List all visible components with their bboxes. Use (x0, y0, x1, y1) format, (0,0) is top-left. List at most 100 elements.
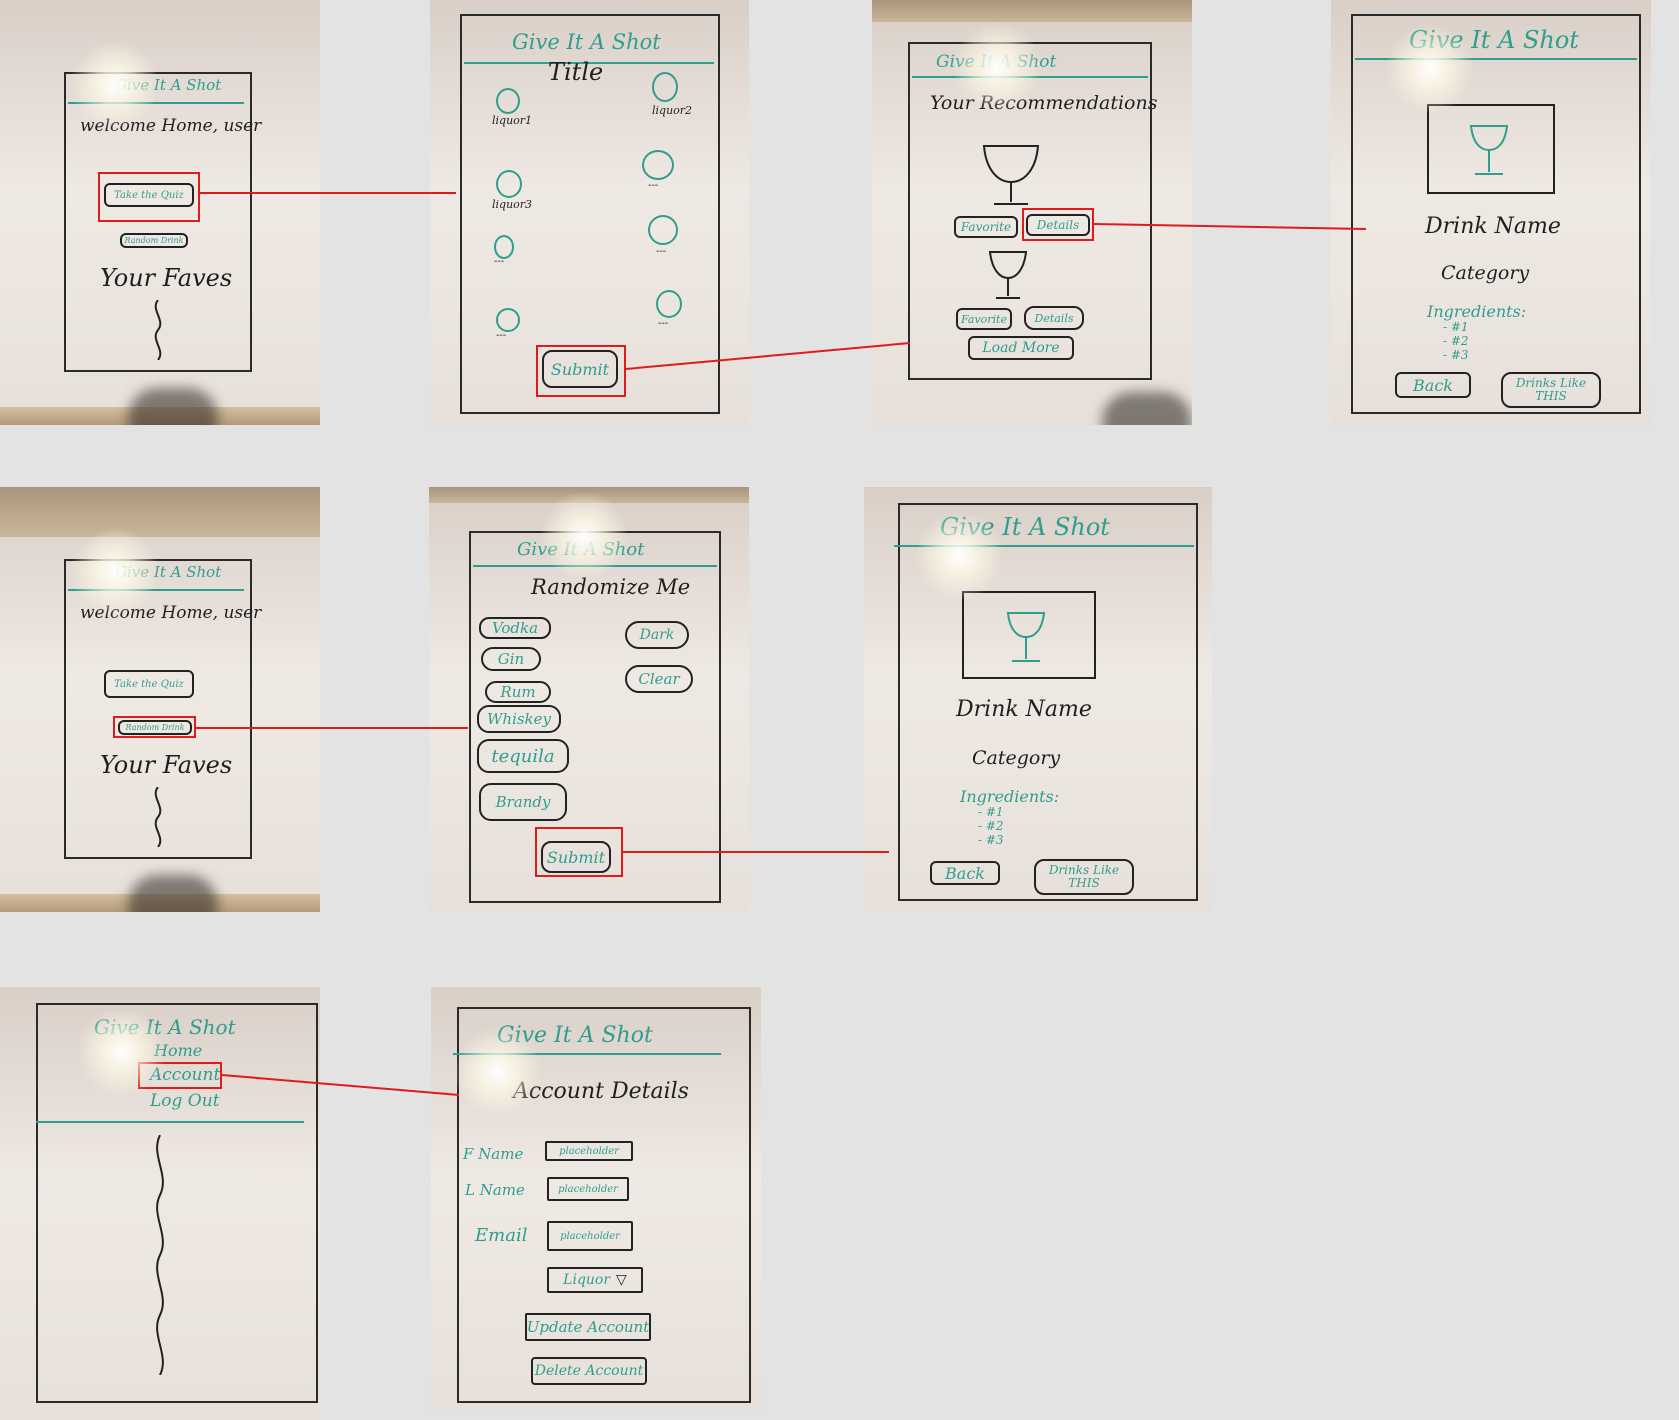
liquor-option-label: liquor2 (652, 104, 693, 117)
liquor-option-label: liquor1 (492, 114, 533, 127)
load-more-button[interactable]: Load More (968, 336, 1074, 360)
menu-item-home[interactable]: Home (154, 1041, 203, 1060)
paper-sheet (36, 1003, 318, 1403)
lamp-glare (914, 511, 1004, 601)
photographer-shadow (1102, 392, 1192, 425)
tone-chip-clear[interactable]: Clear (625, 665, 693, 693)
liquor-option-label: --- (496, 330, 507, 341)
back-button[interactable]: Back (1395, 372, 1471, 398)
details-button[interactable]: Details (1026, 214, 1090, 236)
drink-name: Drink Name (1425, 214, 1561, 239)
ingredients-label: Ingredients: (1427, 302, 1527, 321)
cocktail-glass-icon (982, 145, 1040, 205)
last-name-field[interactable]: placeholder (547, 1177, 629, 1201)
liquor-option-2[interactable] (652, 72, 678, 102)
last-name-label: L Name (465, 1181, 525, 1199)
drinks-like-this-button[interactable]: Drinks Like THIS (1501, 372, 1601, 408)
cocktail-glass-icon (1006, 612, 1046, 662)
ingredient-item: - #3 (978, 833, 1004, 847)
cocktail-glass-icon (988, 251, 1028, 299)
header-divider (464, 62, 714, 64)
triangle-down-icon: ▽ (616, 1272, 627, 1288)
content-scroll-squiggle (156, 1135, 164, 1375)
highlight-details (1022, 208, 1094, 241)
paper-sheet (460, 14, 720, 414)
wireframe-home-quiz: Give It A Shot welcome Home, user Take t… (0, 0, 320, 425)
highlight-take-quiz (98, 172, 200, 222)
whiteboard-frame (0, 487, 320, 537)
wireframe-recommendations: Give It A Shot Your Recommendations Favo… (872, 0, 1192, 425)
wireframe-randomize: Give It A Shot Randomize Me Vodka Gin Ru… (429, 487, 749, 912)
tone-chip-dark[interactable]: Dark (625, 621, 689, 649)
randomize-title: Randomize Me (531, 575, 691, 599)
wireframe-quiz: Give It A Shot Title liquor1 liquor2 liq… (430, 0, 749, 425)
liquor-option-3[interactable] (496, 170, 522, 198)
liquor-select-value: Liquor (563, 1272, 611, 1288)
liquor-chip-brandy[interactable]: Brandy (479, 783, 567, 821)
menu-divider (36, 1121, 304, 1123)
quiz-title: Title (548, 58, 604, 86)
submit-button[interactable]: Submit (541, 841, 611, 873)
ingredient-item: - #3 (1443, 348, 1469, 362)
liquor-option-5[interactable] (494, 235, 514, 259)
drink-name: Drink Name (956, 697, 1092, 722)
liquor-option-6[interactable] (648, 215, 678, 245)
paper-sheet (457, 1007, 751, 1403)
liquor-option-4[interactable] (642, 150, 674, 180)
drink-image-box (962, 591, 1096, 679)
lamp-glare (539, 491, 629, 581)
liquor-select[interactable]: Liquor ▽ (547, 1267, 643, 1293)
drink-image-box (1427, 104, 1555, 194)
your-faves-heading: Your Faves (100, 264, 233, 292)
first-name-field[interactable]: placeholder (545, 1141, 633, 1161)
your-faves-heading: Your Faves (100, 751, 233, 779)
update-account-button[interactable]: Update Account (525, 1313, 651, 1341)
first-name-label: F Name (463, 1145, 524, 1163)
wireframe-account-details: Give It A Shot Account Details F Name pl… (431, 987, 761, 1410)
liquor-option-label: --- (648, 180, 659, 191)
liquor-chip-tequila[interactable]: tequila (477, 739, 569, 773)
photographer-shadow (128, 875, 218, 912)
header-divider (1355, 58, 1637, 60)
paper-sheet (1351, 14, 1641, 414)
take-quiz-button[interactable]: Take the Quiz (104, 183, 194, 207)
ingredient-item: - #1 (978, 805, 1004, 819)
ingredient-item: - #1 (1443, 320, 1469, 334)
submit-button[interactable]: Submit (542, 350, 618, 388)
email-field[interactable]: placeholder (547, 1221, 633, 1251)
favorite-button[interactable]: Favorite (954, 216, 1018, 238)
email-label: Email (475, 1225, 528, 1246)
details-button[interactable]: Details (1024, 306, 1084, 330)
liquor-option-label: --- (656, 246, 667, 257)
random-drink-button[interactable]: Random Drink (120, 233, 188, 248)
liquor-chip-gin[interactable]: Gin (481, 647, 541, 671)
wireframe-drink-details: Give It A Shot Drink Name Category Ingre… (864, 487, 1212, 912)
wireframe-home-random: Give It A Shot welcome Home, user Take t… (0, 487, 320, 912)
wireframe-drink-details: Give It A Shot Drink Name Category Ingre… (1331, 0, 1651, 425)
random-drink-button[interactable]: Random Drink (118, 720, 192, 735)
menu-item-account[interactable]: Account (150, 1065, 221, 1085)
lamp-glare (952, 22, 1042, 112)
liquor-chip-whiskey[interactable]: Whiskey (477, 705, 561, 733)
faves-scroll-squiggle (154, 300, 162, 360)
take-quiz-button[interactable]: Take the Quiz (104, 670, 194, 698)
header-divider (453, 1053, 721, 1055)
menu-item-log-out[interactable]: Log Out (150, 1091, 220, 1111)
ingredient-item: - #2 (1443, 334, 1469, 348)
lamp-glare (1385, 24, 1475, 114)
account-title: Account Details (513, 1079, 689, 1104)
highlight-random-drink (113, 716, 196, 738)
delete-account-button[interactable]: Delete Account (531, 1357, 647, 1385)
favorite-button[interactable]: Favorite (956, 308, 1012, 330)
liquor-option-1[interactable] (496, 88, 520, 114)
liquor-option-label: --- (658, 318, 669, 329)
liquor-option-8[interactable] (656, 290, 682, 318)
highlight-submit (535, 827, 623, 877)
liquor-chip-vodka[interactable]: Vodka (479, 617, 551, 639)
lamp-glare (453, 1027, 543, 1117)
back-button[interactable]: Back (930, 861, 1000, 885)
lamp-glare (70, 40, 160, 130)
drinks-like-this-button[interactable]: Drinks Like THIS (1034, 859, 1134, 895)
liquor-chip-rum[interactable]: Rum (485, 681, 551, 703)
liquor-option-7[interactable] (496, 308, 520, 332)
